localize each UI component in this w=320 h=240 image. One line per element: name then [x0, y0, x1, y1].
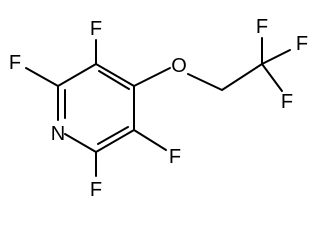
bond-c5-f [133, 129, 167, 151]
bond-c6-n1 [64, 133, 97, 153]
atom-label-f-c2: F [9, 52, 21, 74]
bond-c5-c6 [95, 129, 135, 153]
atom-label-n1: N [51, 123, 65, 145]
atom-label-f-cf3-top-right: F [296, 33, 308, 55]
atom-label-f-cf3-top-left: F [256, 16, 268, 38]
atom-label-f-c5: F [169, 146, 181, 168]
bond-c5-c6-double [97, 126, 129, 145]
molecule-structure: N F F O F F F F F [9, 16, 308, 201]
bond-c2-f [25, 67, 59, 87]
bond-o-ch2 [187, 73, 223, 91]
atom-label-o: O [171, 55, 187, 77]
bond-c3-c4-double [98, 70, 130, 90]
bond-cf3-f-top-right [261, 49, 291, 65]
atom-label-f-cf3-bottom: F [281, 91, 293, 113]
bond-c4-o [133, 67, 171, 87]
atom-label-f-c6: F [90, 179, 102, 201]
atom-label-f-c3: F [90, 18, 102, 40]
bond-ch2-cf3 [221, 63, 263, 91]
bond-c3-c4 [95, 63, 135, 87]
bond-cf3-f-bottom [261, 63, 283, 92]
bond-c2-c3 [57, 63, 97, 87]
